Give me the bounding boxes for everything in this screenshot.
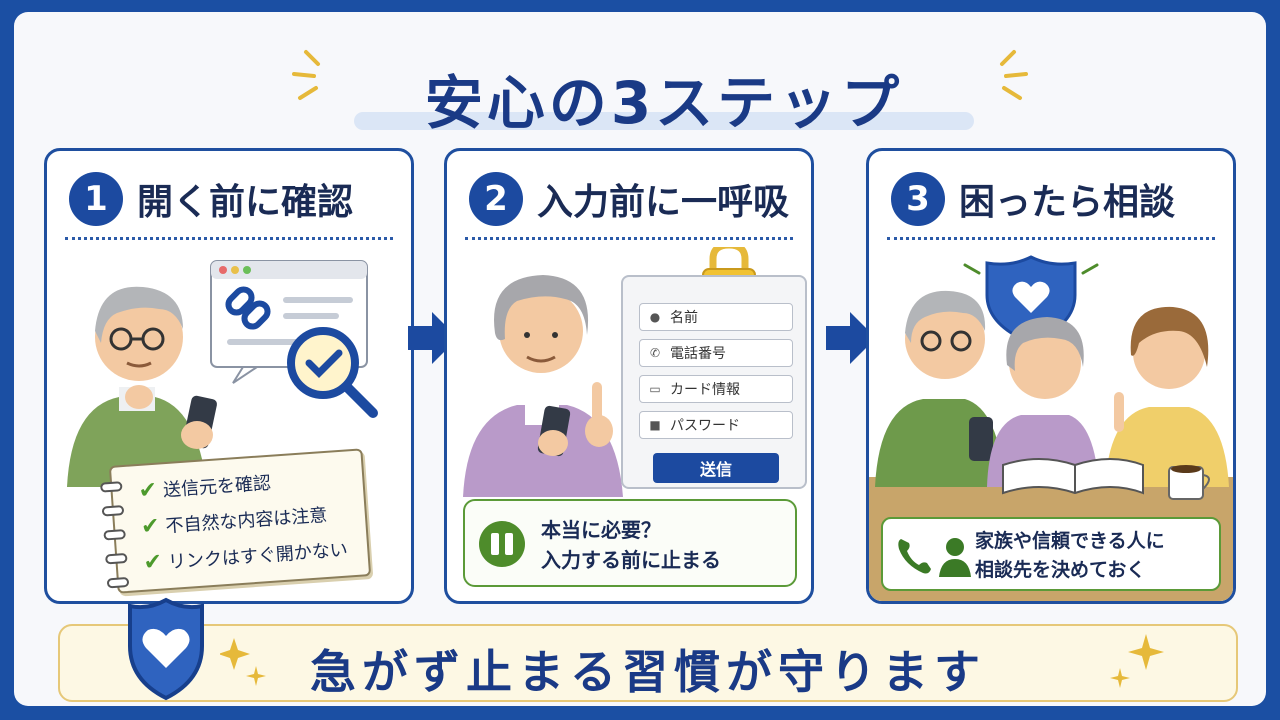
- lock-icon: ■: [649, 418, 661, 432]
- checklist-notebook: ✔ 送信元を確認 ✔ 不自然な内容は注意 ✔ リンクはすぐ開かない: [99, 448, 372, 594]
- open-book-icon: [1002, 458, 1144, 495]
- pause-note: 本当に必要？ 入力する前に止まる: [463, 499, 797, 587]
- link-chain-icon: [225, 286, 271, 330]
- family-consultation-illustration: [875, 255, 1229, 500]
- banner-slogan: 急がず止まる習慣が守ります: [310, 645, 986, 699]
- step-number-1: 1: [69, 172, 123, 226]
- poster-frame: 安心の3ステップ 1 開く前に確認: [14, 12, 1266, 706]
- input-form: ● 名前 ✆ 電話番号 ▭ カード情報 ■ パスワード 送信: [621, 275, 807, 489]
- title-underline: [354, 112, 974, 130]
- step-header-2: 2 入力前に一呼吸: [469, 171, 789, 227]
- sparkle-rays-right-icon: [1000, 50, 1028, 100]
- pause-note-line: 入力する前に止まる: [541, 548, 721, 572]
- page-title: 安心の3ステップ: [424, 69, 904, 137]
- notebook-spiral: [106, 576, 130, 589]
- elderly-man-checking-phone-illustration: [67, 260, 378, 487]
- step-title-3: 困ったら相談: [959, 182, 1176, 223]
- name-field-label: 名前: [670, 310, 698, 326]
- step-number-3: 3: [891, 172, 945, 226]
- magnifier-check-icon: [287, 327, 378, 418]
- sparkle-icon: [220, 638, 266, 686]
- dotted-divider: [465, 237, 793, 240]
- step-card-1: 1 開く前に確認: [44, 148, 414, 604]
- card-field-label: カード情報: [670, 382, 740, 398]
- dotted-divider: [65, 237, 393, 240]
- arrow-right-icon: [408, 312, 458, 364]
- checkmark-icon: ✔: [142, 549, 163, 576]
- phone-field-label: 電話番号: [670, 346, 726, 362]
- sparkle-rays-left-icon: [292, 50, 320, 100]
- dotted-divider: [887, 237, 1215, 240]
- step-card-3: 3 困ったら相談: [866, 148, 1236, 604]
- elderly-man-figure: [67, 286, 217, 487]
- notebook-spiral: [101, 505, 125, 517]
- notebook-spiral: [103, 529, 126, 541]
- notebook-spiral: [99, 481, 123, 493]
- elderly-woman-figure: [463, 275, 623, 497]
- notebook-spiral: [105, 552, 128, 565]
- card-icon: ▭: [649, 382, 661, 396]
- consult-note: 家族や信頼できる人に 相談先を決めておく: [881, 517, 1221, 591]
- phone-field[interactable]: ✆ 電話番号: [639, 339, 793, 367]
- coffee-cup-icon: [1168, 465, 1210, 500]
- title-area: 安心の3ステップ: [354, 42, 974, 137]
- elderly-woman-pausing-illustration: [463, 247, 756, 497]
- checklist-item: ✔ 送信元を確認: [138, 469, 272, 504]
- checkmark-icon: ✔: [137, 477, 158, 504]
- step-card-2: 2 入力前に一呼吸: [444, 148, 814, 604]
- step-header-1: 1 開く前に確認: [69, 171, 353, 227]
- person-icon: ●: [649, 310, 661, 324]
- password-field[interactable]: ■ パスワード: [639, 411, 793, 439]
- pause-note-line: 本当に必要？: [541, 518, 661, 542]
- name-field[interactable]: ● 名前: [639, 303, 793, 331]
- consult-note-line: 家族や信頼できる人に: [975, 530, 1165, 552]
- shield-heart-icon: [128, 597, 204, 701]
- sparkle-icon: [1110, 634, 1164, 688]
- elderly-man-figure: [875, 290, 1005, 487]
- step-header-3: 3 困ったら相談: [891, 171, 1175, 227]
- phone-person-icon: [898, 538, 971, 577]
- step-title-1: 開く前に確認: [137, 182, 354, 223]
- checklist-item: ✔ 不自然な内容は注意: [140, 501, 328, 540]
- bottom-banner: 急がず止まる習慣が守ります: [58, 597, 1238, 702]
- consult-note-line: 相談先を決めておく: [975, 559, 1146, 581]
- arrow-right-icon: [826, 312, 876, 364]
- step-title-2: 入力前に一呼吸: [537, 182, 790, 223]
- phone-icon: ✆: [649, 346, 661, 360]
- checklist-item-label: リンクはすぐ開かない: [167, 539, 349, 574]
- checklist-item-label: 不自然な内容は注意: [164, 504, 328, 538]
- submit-button[interactable]: 送信: [653, 453, 779, 483]
- pause-icon: [479, 521, 525, 567]
- consult-note-text: 家族や信頼できる人に 相談先を決めておく: [975, 527, 1165, 585]
- password-field-label: パスワード: [670, 418, 740, 434]
- checklist-item: ✔ リンクはすぐ開かない: [143, 536, 349, 576]
- step-number-2: 2: [469, 172, 523, 226]
- pause-note-text: 本当に必要？ 入力する前に止まる: [541, 515, 721, 575]
- card-field[interactable]: ▭ カード情報: [639, 375, 793, 403]
- checklist-item-label: 送信元を確認: [162, 472, 272, 502]
- checkmark-icon: ✔: [140, 513, 161, 540]
